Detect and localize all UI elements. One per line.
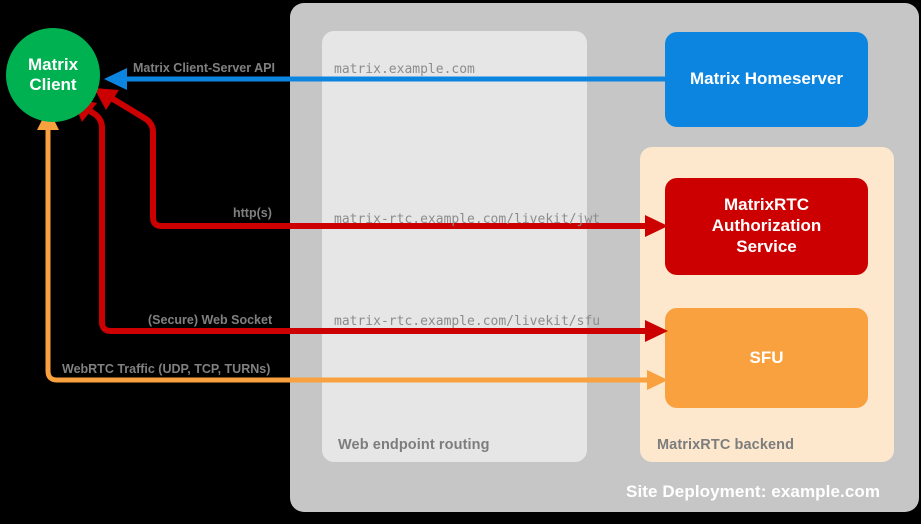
edge-label-http: http(s) <box>233 206 272 220</box>
auth-service-label: MatrixRTC Authorization Service <box>712 195 822 257</box>
node-matrix-client[interactable]: Matrix Client <box>6 28 100 122</box>
sfu-label: SFU <box>749 347 784 367</box>
endpoint-matrix-example-com: matrix.example.com <box>334 62 475 77</box>
endpoint-livekit-jwt: matrix-rtc.example.com/livekit/jwt <box>334 212 601 227</box>
matrix-homeserver-label: Matrix Homeserver <box>689 69 844 89</box>
node-matrixrtc-authorization-service[interactable]: MatrixRTC Authorization Service <box>665 178 868 275</box>
node-sfu[interactable]: SFU <box>665 308 868 408</box>
auth-service-label-line1: MatrixRTC <box>723 195 809 215</box>
matrix-client-label-line2: Client <box>29 75 77 94</box>
node-matrix-homeserver[interactable]: Matrix Homeserver <box>665 32 868 127</box>
endpoint-livekit-sfu: matrix-rtc.example.com/livekit/sfu <box>334 314 601 329</box>
matrix-client-label-line1: Matrix <box>27 54 79 74</box>
edge-label-client-server-api: Matrix Client-Server API <box>133 61 275 75</box>
panel-web-endpoint-routing <box>322 31 587 462</box>
arrowhead-jwt-to-client <box>94 88 119 110</box>
caption-site-deployment: Site Deployment: example.com <box>626 482 881 501</box>
caption-web-endpoint-routing: Web endpoint routing <box>338 437 490 453</box>
auth-service-label-line2: Authorization <box>711 216 822 236</box>
edge-label-web-socket: (Secure) Web Socket <box>148 313 273 327</box>
auth-service-label-line3: Service <box>736 236 797 256</box>
edge-label-webrtc-traffic: WebRTC Traffic (UDP, TCP, TURNs) <box>62 362 271 376</box>
caption-matrixrtc-backend: MatrixRTC backend <box>657 437 795 453</box>
